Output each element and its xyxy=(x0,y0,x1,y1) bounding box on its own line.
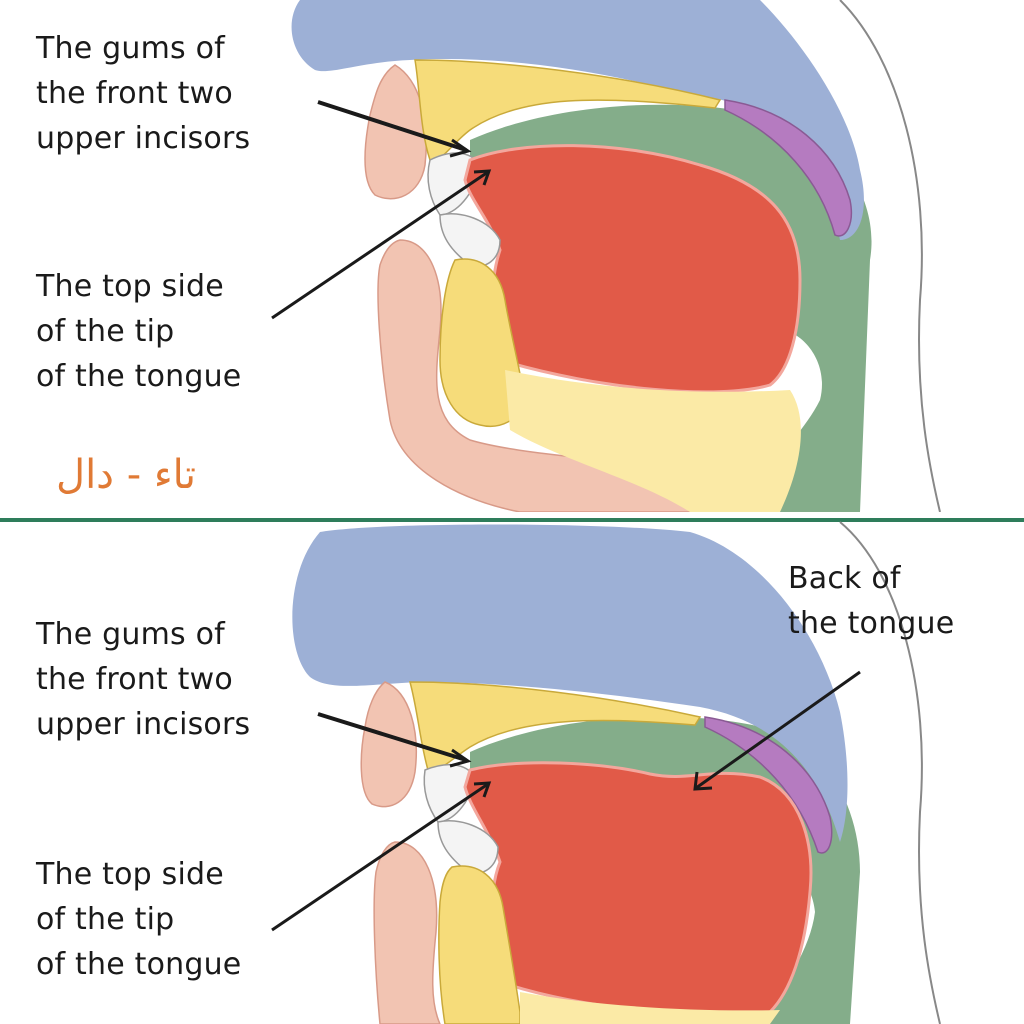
tongue-tip-arrow xyxy=(271,782,489,932)
hard-palate xyxy=(409,681,702,772)
nasal-cavity xyxy=(292,524,848,842)
tongue-tip-arrow-head xyxy=(473,169,492,186)
gums-label-line-1: The gums of xyxy=(36,31,225,66)
lower-lip-chin xyxy=(373,841,441,1024)
gums-label-line-1: The gums of xyxy=(36,617,225,652)
lower-teeth xyxy=(439,213,501,267)
tongue-tip-arrow xyxy=(271,170,489,320)
bottom-vocal-tract-illustration xyxy=(271,521,941,1024)
gums-arrow-head xyxy=(449,138,472,158)
gums-label-line-3: upper incisors xyxy=(36,707,251,742)
floor-of-mouth xyxy=(520,992,780,1024)
soft-palate xyxy=(724,99,852,237)
tongue-tip-label-line-2: of the tip xyxy=(36,314,175,349)
tongue-tip-label-line-3: of the tongue xyxy=(36,359,242,394)
tongue-back-label-line-1: Back of xyxy=(788,561,901,596)
mandible xyxy=(439,258,526,427)
neck-outline xyxy=(839,521,941,1024)
tongue-back-label: Back of the tongue xyxy=(788,556,954,646)
nasal-cavity xyxy=(291,0,864,240)
tongue-tip-label-line-2: of the tip xyxy=(36,902,175,937)
tongue-tip-label-line-1: The top side xyxy=(36,269,224,304)
gums-label-line-2: the front two xyxy=(36,76,233,111)
letters-caption: تاء - دال xyxy=(56,452,196,498)
gums-arrow-head xyxy=(449,748,472,768)
gums-arrow xyxy=(317,712,467,762)
upper-lip xyxy=(360,681,417,808)
floor-of-mouth xyxy=(505,370,801,512)
tongue-back-arrow-head xyxy=(693,771,713,791)
tongue xyxy=(463,144,802,394)
neck-outline xyxy=(839,0,941,512)
tongue-tip-arrow-head xyxy=(473,781,492,798)
hard-palate xyxy=(414,59,722,162)
top-vocal-tract-illustration xyxy=(271,0,941,512)
top-diagram-panel: The gums of the front two upper incisors… xyxy=(36,0,941,512)
gums-label-line-3: upper incisors xyxy=(36,121,251,156)
gums-label: The gums of the front two upper incisors xyxy=(36,26,250,161)
panel-divider xyxy=(0,518,1024,522)
gums-label-line-2: the front two xyxy=(36,662,233,697)
gums-label: The gums of the front two upper incisors xyxy=(36,612,250,747)
tongue-tip-label: The top side of the tip of the tongue xyxy=(36,852,241,987)
tongue-tip-label: The top side of the tip of the tongue xyxy=(36,264,241,399)
soft-palate xyxy=(704,716,833,854)
tongue xyxy=(463,761,813,1016)
lower-teeth xyxy=(437,820,499,874)
tongue-back-label-line-2: the tongue xyxy=(788,606,955,641)
tongue-tip-label-line-1: The top side xyxy=(36,857,224,892)
tongue-back-arrow xyxy=(695,670,861,790)
tongue-tip-label-line-3: of the tongue xyxy=(36,947,242,982)
bottom-diagram-panel: The gums of the front two upper incisors… xyxy=(0,512,1024,1024)
gums-arrow xyxy=(317,100,467,152)
upper-lip xyxy=(364,64,427,200)
